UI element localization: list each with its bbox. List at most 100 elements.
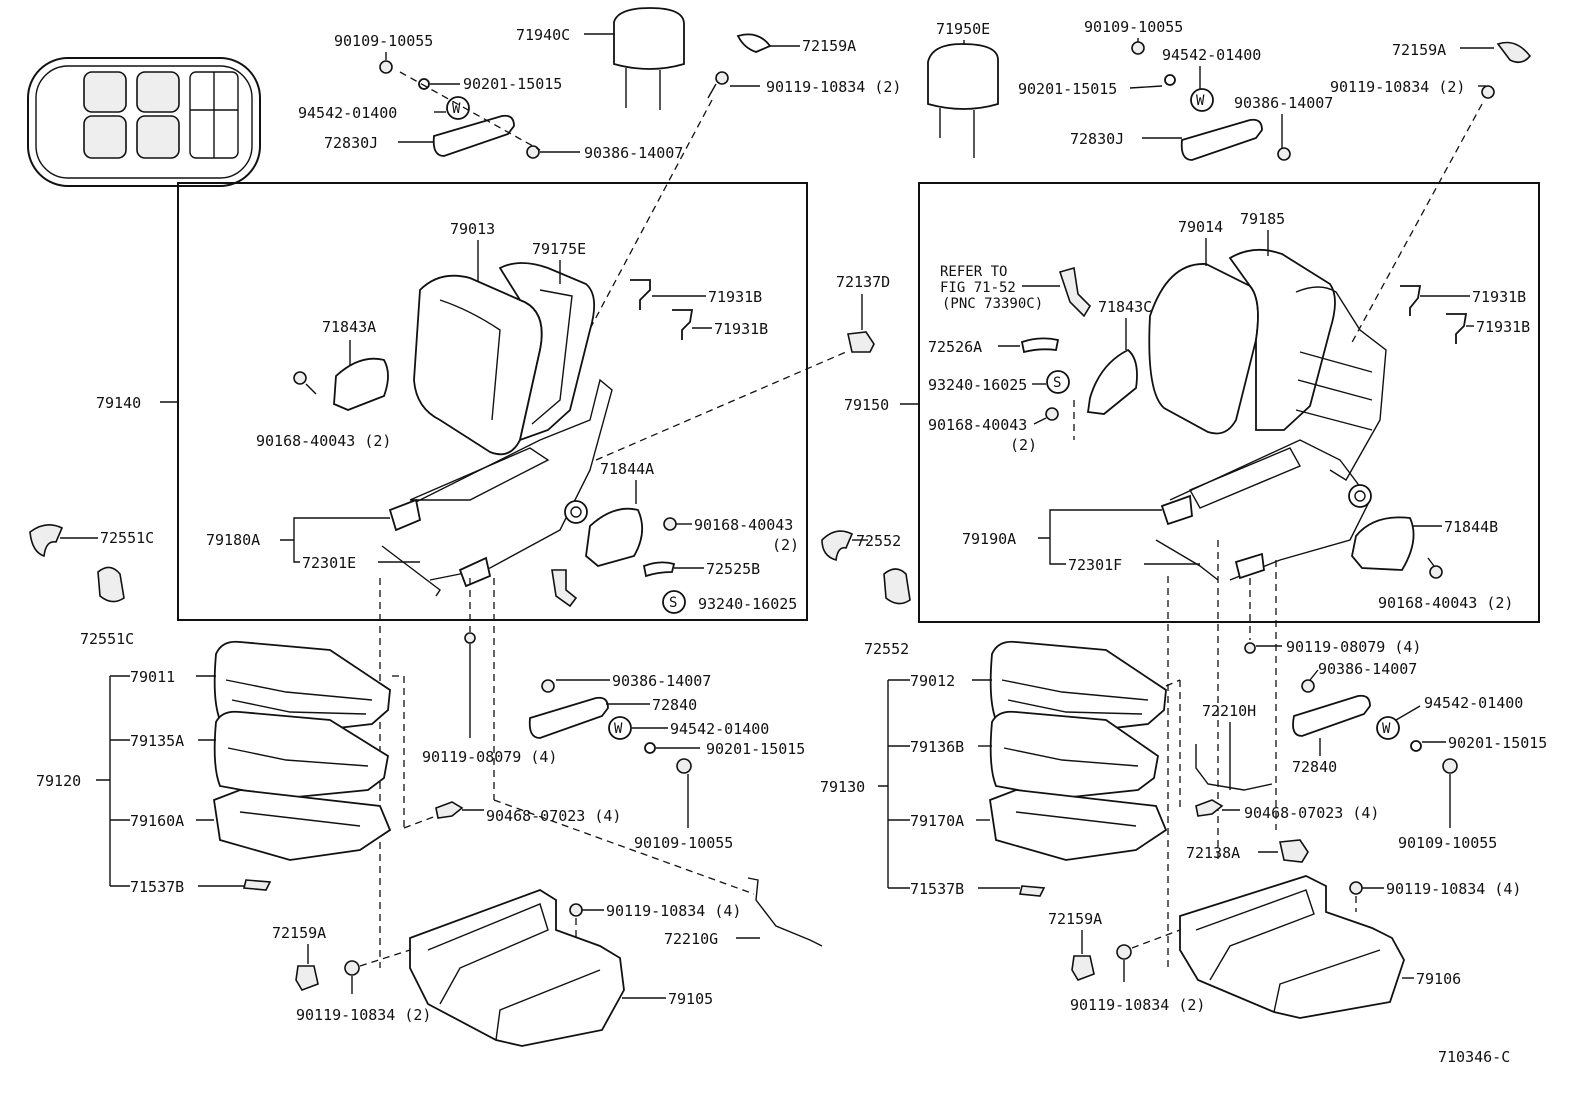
label-79160A: 79160A: [130, 812, 184, 830]
left-seat-cushion-frame: [213, 789, 392, 861]
label-79136B: 79136B: [910, 738, 964, 756]
left-seat-shield-2: [585, 507, 644, 567]
label-71537B-left: 71537B: [130, 878, 184, 896]
label-94542-01400-top-right: 94542-01400: [1162, 46, 1261, 64]
label-90168-40043-left-mid: 90168-40043: [694, 516, 793, 534]
label-79185: 79185: [1240, 210, 1285, 228]
label-90201-15015-top-right: 90201-15015: [1018, 80, 1117, 98]
label-72159A-right-low: 72159A: [1048, 910, 1102, 928]
right-headrest-guide-1: [1400, 285, 1422, 316]
right-seatback-assembly: [1148, 248, 1387, 581]
right-seat-lever: [1155, 539, 1219, 581]
w-symbol-left-top: W: [452, 101, 461, 117]
right-washer-mid: [1410, 740, 1422, 752]
label-72551C-1: 72551C: [100, 529, 154, 547]
label-90386-14007-left-mid: 90386-14007: [612, 672, 711, 690]
label-71844B: 71844B: [1444, 518, 1498, 536]
left-bolt-mid: [464, 632, 476, 644]
right-seatback-frame: [918, 182, 1540, 623]
left-w-symbol-mid: [608, 716, 632, 740]
right-armrest-mid: [1292, 694, 1371, 737]
label-72210G: 72210G: [664, 930, 718, 948]
label-90201-15015-left-mid: 90201-15015: [706, 740, 805, 758]
label-90119-10834-4-left: 90119-10834 (4): [606, 902, 741, 920]
center-cover-left: [821, 530, 854, 562]
label-79135A: 79135A: [130, 732, 184, 750]
right-cap-top: [1277, 147, 1291, 161]
right-bolt-low-r: [1349, 881, 1363, 895]
left-armrest-top: [432, 114, 515, 157]
left-bolt-lower: [569, 903, 583, 917]
label-79180A: 79180A: [206, 531, 260, 549]
left-armrest-mid: [528, 696, 609, 739]
label-72551C-2: 72551C: [80, 630, 134, 648]
left-seat-leg: [409, 889, 625, 1047]
label-79130: 79130: [820, 778, 865, 796]
label-90386-14007-right-mid: 90386-14007: [1318, 660, 1417, 678]
label-71843C: 71843C: [1098, 298, 1152, 316]
label-90109-10055-left-mid: 90109-10055: [634, 834, 733, 852]
right-headrest-guide-2: [1446, 313, 1468, 344]
right-clip-mid: [1429, 565, 1443, 579]
label-79014: 79014: [1178, 218, 1223, 236]
left-cap-mid: [541, 679, 555, 693]
vehicle-seat-layout-icon: [27, 57, 261, 187]
left-s-symbol: [662, 590, 686, 614]
right-seat-cushion-frame: [989, 789, 1168, 861]
label-90168-40043-2-left: 90168-40043 (2): [256, 432, 391, 450]
left-nut-mid: [435, 801, 464, 819]
label-72552-2: 72552: [864, 640, 909, 658]
label-79170A: 79170A: [910, 812, 964, 830]
label-72159A-left-low: 72159A: [272, 924, 326, 942]
left-seat-cover-low: [295, 965, 319, 991]
w-symbol-right-mid: W: [1382, 721, 1391, 737]
label-71940C: 71940C: [516, 26, 570, 44]
right-screw-top: [1131, 41, 1145, 55]
left-washer-top: [418, 78, 430, 90]
left-seat-cushion-cover: [213, 640, 391, 735]
right-clip-top: [1045, 407, 1059, 421]
right-seat-cover-low: [1071, 955, 1095, 981]
label-72159A-top-right: 72159A: [1392, 41, 1446, 59]
label-72301E: 72301E: [302, 554, 356, 572]
label-90168-40043-2-right-mid: 90168-40043 (2): [1378, 594, 1513, 612]
label-90109-10055-top-left: 90109-10055: [334, 32, 433, 50]
s-symbol-left: S: [669, 595, 677, 611]
label-79140: 79140: [96, 394, 141, 412]
right-seat-belt-buckle: [1058, 266, 1092, 318]
label-72301F: 72301F: [1068, 556, 1122, 574]
w-symbol-left-mid: W: [614, 721, 623, 737]
refer-text-line-3: (PNC 73390C): [942, 296, 1043, 312]
label-90119-10834-2-top-left: 90119-10834 (2): [766, 78, 901, 96]
label-72552-1: 72552: [856, 532, 901, 550]
label-71931B-1-right: 71931B: [1472, 288, 1526, 306]
label-90119-10834-4-right: 90119-10834 (4): [1386, 880, 1521, 898]
right-washer-top: [1164, 74, 1176, 86]
label-90168-40043-right-top: 90168-40043: [928, 416, 1027, 434]
label-90119-08079-4-right: 90119-08079 (4): [1286, 638, 1421, 656]
left-bolt-low: [344, 960, 360, 976]
left-headrest-guide-1: [630, 279, 651, 310]
diagram-id: 710346-C: [1438, 1048, 1510, 1066]
right-seat-cable: [1195, 744, 1273, 791]
label-79150: 79150: [844, 396, 889, 414]
label-79175E: 79175E: [532, 240, 586, 258]
label-72159A-top-left: 72159A: [802, 37, 856, 55]
label-71931B-1-left: 71931B: [708, 288, 762, 306]
label-72830J-left: 72830J: [324, 134, 378, 152]
label-79120: 79120: [36, 772, 81, 790]
label-79012: 79012: [910, 672, 955, 690]
left-bolt-top: [715, 71, 729, 85]
left-hinge-cover-top: [736, 33, 772, 53]
left-seat-shield: [333, 357, 389, 411]
right-seat-shield-2: [1351, 516, 1415, 571]
label-79190A: 79190A: [962, 530, 1016, 548]
label-79105: 79105: [668, 990, 713, 1008]
label-90468-07023-4-left: 90468-07023 (4): [486, 807, 621, 825]
right-seat-cushion-pad: [989, 710, 1159, 799]
label-71537B-right: 71537B: [910, 880, 964, 898]
label-94542-01400-top-left: 94542-01400: [298, 104, 397, 122]
label-79011: 79011: [130, 668, 175, 686]
left-headrest: [613, 7, 685, 110]
